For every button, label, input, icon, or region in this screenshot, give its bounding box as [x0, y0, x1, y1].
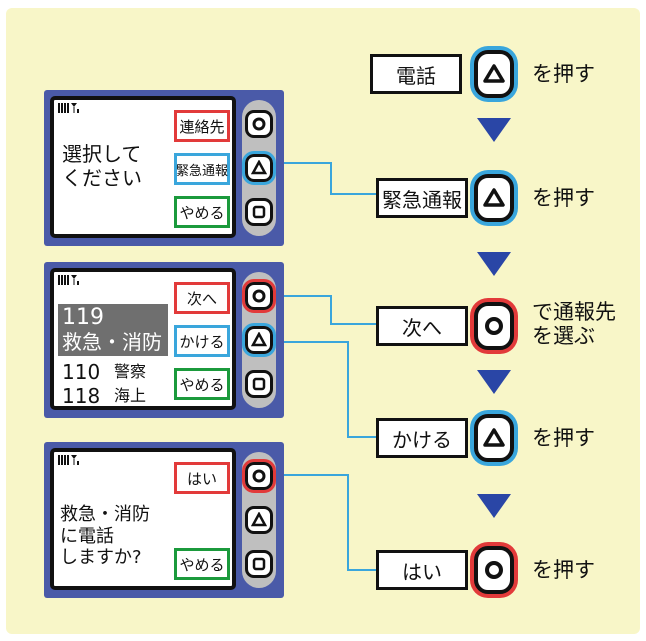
list-number: 110	[62, 360, 101, 384]
triangle-key-icon[interactable]	[242, 151, 276, 185]
soft-key-yes[interactable]: はい	[174, 462, 230, 494]
soft-key-call[interactable]: かける	[174, 325, 230, 357]
connector-lines	[276, 162, 376, 571]
step-label-yes: はい	[376, 550, 468, 590]
triangle-key-icon	[474, 50, 514, 98]
signal-icon	[58, 455, 79, 465]
list-name: 海上	[114, 386, 147, 405]
key-rail	[242, 272, 276, 408]
triangle-key-icon[interactable]	[242, 323, 276, 357]
step-action: を押す	[532, 558, 595, 582]
square-key-icon[interactable]	[245, 550, 273, 578]
square-key-icon[interactable]	[245, 370, 273, 398]
step-label-next: 次へ	[376, 306, 468, 346]
down-arrow-icon	[477, 370, 511, 394]
list-name: 救急・消防	[62, 330, 162, 354]
selected-row[interactable]: 119 救急・消防	[58, 304, 168, 356]
soft-key-next[interactable]: 次へ	[174, 282, 230, 314]
screen-2: 119 救急・消防 110 警察 118 海上 次へ かける やめる	[50, 268, 236, 410]
list-number: 119	[62, 305, 104, 330]
soft-key-cancel[interactable]: やめる	[174, 548, 230, 580]
list-name: 警察	[114, 362, 147, 381]
square-key-icon[interactable]	[245, 198, 273, 226]
circle-key-icon[interactable]	[242, 279, 276, 313]
step-action-line: で通報先	[532, 300, 616, 324]
step-label-phone: 電話	[370, 54, 462, 94]
signal-icon	[58, 275, 79, 285]
instruction-panel: 選択して ください 連絡先 緊急通報 やめる	[6, 8, 640, 634]
phone-screen-3: 救急・消防 に電話 しますか? はい やめる	[44, 442, 284, 598]
soft-key-contacts[interactable]: 連絡先	[174, 110, 230, 142]
circle-key-icon[interactable]	[242, 459, 276, 493]
list-number: 118	[62, 384, 101, 408]
circle-key-icon	[474, 302, 514, 350]
circle-key-icon	[474, 546, 514, 594]
down-arrow-icon	[477, 494, 511, 518]
message-line: 救急・消防	[60, 504, 150, 525]
message-line: しますか?	[60, 547, 142, 569]
step-label-call: かける	[376, 418, 468, 458]
key-rail	[242, 100, 276, 236]
phone-screen-1: 選択して ください 連絡先 緊急通報 やめる	[44, 90, 284, 246]
message-line: に電話	[60, 525, 114, 547]
down-arrow-icon	[477, 118, 511, 142]
triangle-key-icon	[474, 174, 514, 222]
step-label-emergency: 緊急通報	[376, 178, 468, 218]
soft-key-cancel[interactable]: やめる	[174, 368, 230, 400]
phone-screen-2: 119 救急・消防 110 警察 118 海上 次へ かける やめる	[44, 262, 284, 418]
step-action: を押す	[532, 62, 595, 86]
screen-1: 選択して ください 連絡先 緊急通報 やめる	[50, 96, 236, 238]
soft-key-cancel[interactable]: やめる	[174, 196, 230, 228]
triangle-key-icon	[474, 414, 514, 462]
message-line: 選択して	[62, 142, 142, 166]
step-action: を押す	[532, 426, 595, 450]
step-action: で通報先 を選ぶ	[532, 300, 616, 348]
screen-3: 救急・消防 に電話 しますか? はい やめる	[50, 448, 236, 590]
step-action-line: を選ぶ	[532, 324, 595, 349]
signal-icon	[58, 103, 79, 113]
key-rail	[242, 452, 276, 588]
triangle-key-icon[interactable]	[245, 506, 273, 534]
step-action: を押す	[532, 186, 595, 210]
message-line: ください	[62, 166, 142, 190]
soft-key-emergency[interactable]: 緊急通報	[174, 153, 230, 185]
down-arrow-icon	[477, 252, 511, 276]
circle-key-icon[interactable]	[245, 110, 273, 138]
